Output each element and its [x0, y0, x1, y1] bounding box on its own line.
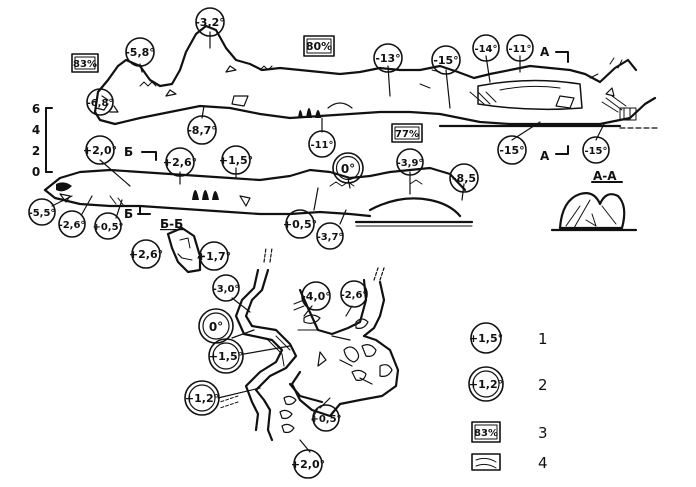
cave-plan-view	[219, 247, 400, 442]
scale-tick-label: 6	[32, 102, 40, 116]
double-temp-label: +1,5°	[209, 350, 243, 363]
temp-label: -3,2°	[195, 16, 225, 29]
legend-symbol-1: +1,5°	[469, 332, 503, 345]
section-a-left-label: А	[540, 45, 550, 59]
legend-symbol-3: 83%	[474, 428, 498, 439]
section-labels: А А Б Б А-А Б-Б	[124, 45, 617, 231]
middle-cave-profile	[43, 166, 474, 227]
section-marker-lines	[137, 51, 623, 215]
temp-label: +2,6°	[163, 156, 197, 169]
temp-label: -11°	[508, 44, 531, 55]
legend-number-2: 2	[538, 376, 548, 394]
section-b-right-label: Б	[124, 207, 133, 221]
legend-symbol-2: +1,2°	[469, 378, 503, 391]
section-aa-drawing	[550, 192, 638, 232]
temp-label: -2,6°	[59, 220, 86, 231]
legend: +1,5° +1,2° 83% 1 2 3 4	[469, 330, 548, 472]
temp-label: -4,0°	[301, 290, 331, 303]
temp-label: +2,6°	[129, 248, 163, 261]
temp-label: -6,8°	[87, 98, 114, 109]
scale-tick-label: 0	[32, 165, 40, 179]
single-circles	[28, 7, 610, 479]
section-aa-title: А-А	[593, 169, 617, 183]
temp-label: -11°	[310, 140, 333, 151]
section-bb-title: Б-Б	[160, 217, 183, 231]
double-temp-label: 0°	[341, 162, 355, 176]
legend-number-1: 1	[538, 330, 548, 348]
temp-label: -15°	[584, 146, 607, 157]
humidity-label: 77%	[395, 129, 419, 140]
upper-cave-icicles	[298, 108, 321, 118]
temp-label: -5,5°	[29, 208, 56, 219]
vertical-scale	[45, 107, 53, 173]
section-bb-drawing	[166, 226, 202, 274]
temp-label: -3,7°	[317, 232, 344, 243]
temp-label: +0,5°	[92, 222, 123, 233]
temp-label: +1,7°	[197, 250, 231, 263]
double-circles	[184, 152, 504, 416]
temp-label: -3,0°	[213, 284, 240, 295]
legend-number-4: 4	[538, 454, 548, 472]
temp-label: +2,0°	[83, 144, 117, 157]
section-a-right-label: А	[540, 149, 550, 163]
temp-label: -14°	[474, 44, 497, 55]
scale-tick-label: 4	[32, 123, 40, 137]
temp-label: +0,5°	[310, 414, 341, 425]
middle-cave-icicles	[192, 190, 219, 200]
temp-label: -3,9°	[397, 158, 424, 169]
double-temp-label: 0°	[209, 320, 223, 334]
temp-label: -2,6°	[341, 290, 368, 301]
scale-tick-label: 2	[32, 144, 40, 158]
double-temp-label: +1,2°	[185, 392, 219, 405]
upper-cave-profile	[93, 24, 661, 129]
temp-label: -15°	[499, 144, 524, 157]
legend-number-3: 3	[538, 424, 548, 442]
temperature-labels: -3,2° -5,8° -6,8° -13° -15° -14° -11° -8…	[29, 16, 608, 471]
temp-label: -8,7°	[187, 124, 217, 137]
ice-crystals-upper	[139, 57, 623, 87]
humidity-boxes	[71, 35, 423, 143]
temp-label: +0,5°	[283, 218, 317, 231]
temp-label: -5,8°	[125, 46, 155, 59]
section-b-left-label: Б	[124, 145, 133, 159]
temp-label: -8,5	[452, 172, 476, 185]
temp-label: -15°	[433, 54, 458, 67]
humidity-label: 80%	[306, 40, 332, 53]
legend-drawings	[470, 322, 502, 471]
humidity-label: 83%	[73, 59, 97, 70]
scale-labels: 6 4 2 0	[32, 102, 40, 179]
temp-label: +2,0°	[291, 458, 325, 471]
temp-label: +1,5°	[219, 154, 253, 167]
temp-label: -13°	[375, 52, 400, 65]
